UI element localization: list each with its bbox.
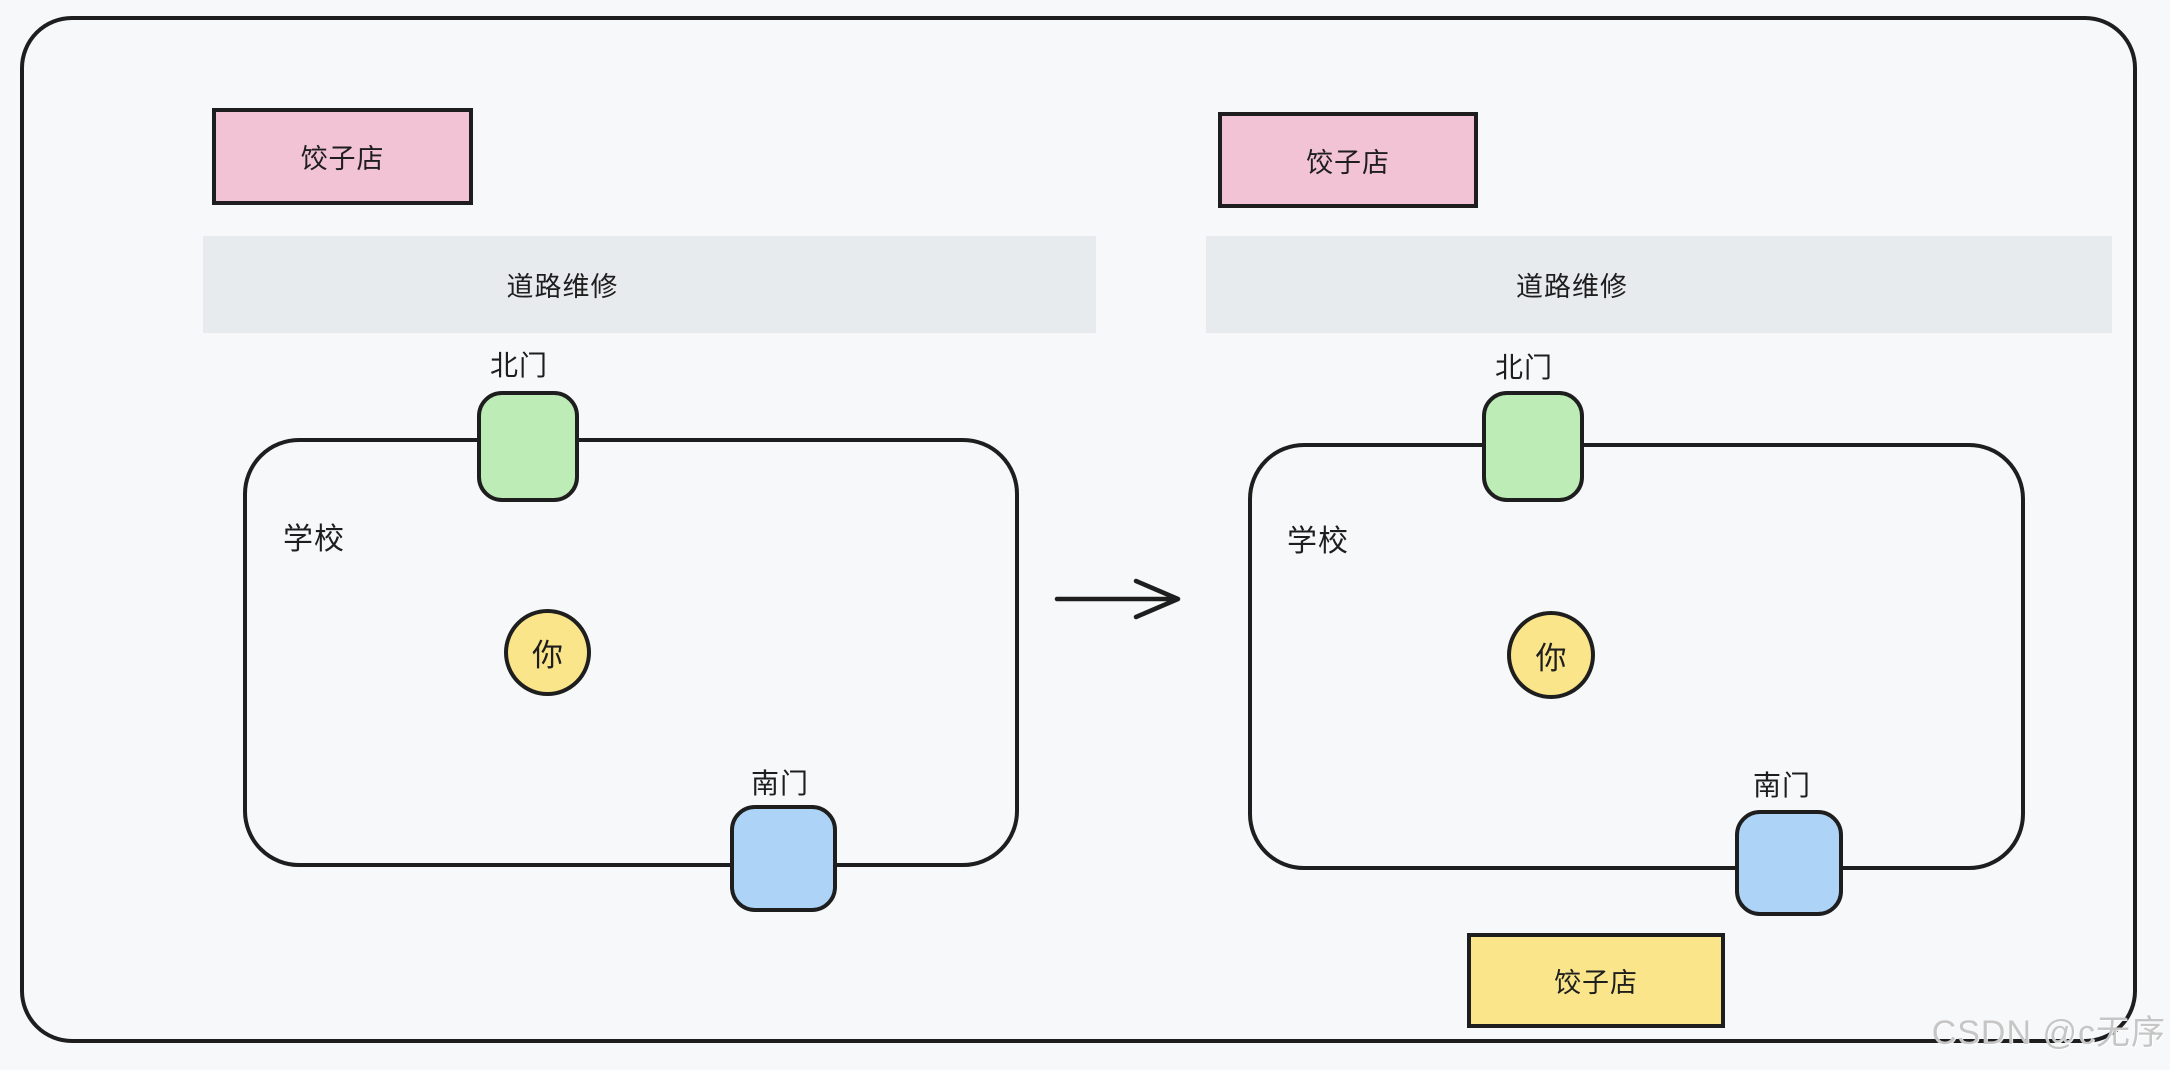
dumpling-shop-label: 饺子店 [300, 144, 385, 174]
diagram-frame [20, 16, 2137, 1043]
road-repair-strip-after: 道路维修 [1206, 236, 2112, 333]
north-gate-label-before: 北门 [489, 350, 549, 381]
road-repair-strip-before: 道路维修 [203, 236, 1096, 333]
school-boundary-after [1248, 443, 2025, 870]
school-label-after: 学校 [1287, 525, 1349, 558]
school-boundary-before [243, 438, 1019, 867]
transition-arrow [1054, 578, 1181, 620]
school-label-before: 学校 [283, 523, 345, 556]
you-marker-after: 你 [1507, 611, 1595, 699]
watermark: CSDN @c无序 [1931, 1014, 2166, 1052]
you-marker-before: 你 [504, 609, 591, 696]
south-gate-box-before [730, 805, 837, 912]
north-gate-box-before [477, 391, 579, 502]
north-gate-label-after: 北门 [1494, 352, 1554, 383]
south-gate-label-before: 南门 [750, 768, 810, 799]
new-dumpling-shop-box: 饺子店 [1467, 933, 1725, 1028]
you-label: 你 [532, 638, 563, 673]
north-gate-box-after [1482, 391, 1584, 502]
dumpling-shop-box-before: 饺子店 [212, 108, 473, 205]
road-repair-label: 道路维修 [1516, 272, 1628, 302]
you-label: 你 [1535, 640, 1567, 676]
dumpling-shop-label: 饺子店 [1306, 147, 1390, 178]
dumpling-shop-box-after: 饺子店 [1218, 112, 1478, 208]
south-gate-box-after [1735, 810, 1843, 916]
road-repair-label: 道路维修 [506, 272, 619, 302]
dumpling-shop-label: 饺子店 [1554, 968, 1638, 998]
south-gate-label-after: 南门 [1752, 770, 1812, 801]
